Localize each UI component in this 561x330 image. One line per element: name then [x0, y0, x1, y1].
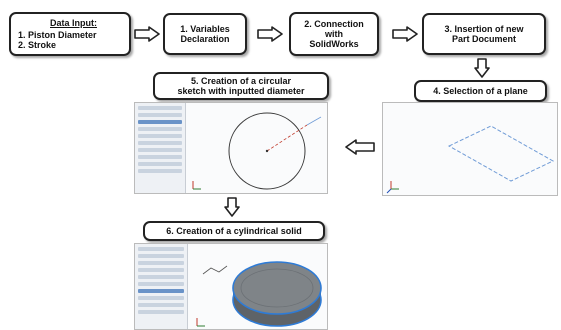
cylinder-drawing — [196, 261, 322, 327]
step-4-box: 4. Selection of a plane — [414, 80, 547, 102]
circle-sketch-screenshot — [134, 102, 328, 194]
arrow-input-to-step1 — [134, 26, 160, 42]
data-input-title: Data Input: — [50, 18, 97, 28]
step-1-line1: 1. Variables — [180, 24, 230, 34]
step-3-line2: Part Document — [451, 34, 516, 44]
step-2-box: 2. Connection with SolidWorks — [289, 12, 379, 56]
arrow-step4-to-step5 — [345, 139, 375, 155]
plane-selection-screenshot — [382, 102, 558, 196]
step-6-line1: 6. Creation of a cylindrical solid — [166, 226, 302, 236]
input-item-piston-diameter: 1. Piston Diameter — [18, 30, 97, 40]
step-2-line2: with — [325, 29, 343, 39]
arrow-step5-to-step6 — [224, 197, 240, 217]
step-6-box: 6. Creation of a cylindrical solid — [143, 221, 325, 241]
step-4-line1: 4. Selection of a plane — [433, 86, 528, 96]
data-input-box: Data Input: 1. Piston Diameter 2. Stroke — [9, 12, 131, 56]
cylinder-solid-screenshot — [134, 243, 328, 330]
feature-tree-panel — [135, 103, 186, 193]
plane-drawing — [386, 125, 555, 194]
feature-tree-panel-2 — [135, 244, 188, 329]
step-5-line2: sketch with inputted diameter — [177, 86, 305, 96]
step-5-box: 5. Creation of a circular sketch with in… — [153, 72, 329, 100]
step-3-line1: 3. Insertion of new — [444, 24, 524, 34]
step-1-box: 1. Variables Declaration — [163, 13, 247, 55]
arrow-step2-to-step3 — [392, 26, 418, 42]
step-2-line3: SolidWorks — [309, 39, 359, 49]
arrow-step1-to-step2 — [257, 26, 283, 42]
circle-sketch-drawing — [192, 112, 322, 190]
input-item-stroke: 2. Stroke — [18, 40, 57, 50]
step-1-line2: Declaration — [180, 34, 230, 44]
arrow-step3-to-step4 — [474, 58, 490, 78]
step-2-line1: 2. Connection — [304, 19, 364, 29]
step-3-box: 3. Insertion of new Part Document — [422, 13, 546, 55]
step-5-line1: 5. Creation of a circular — [190, 76, 292, 86]
